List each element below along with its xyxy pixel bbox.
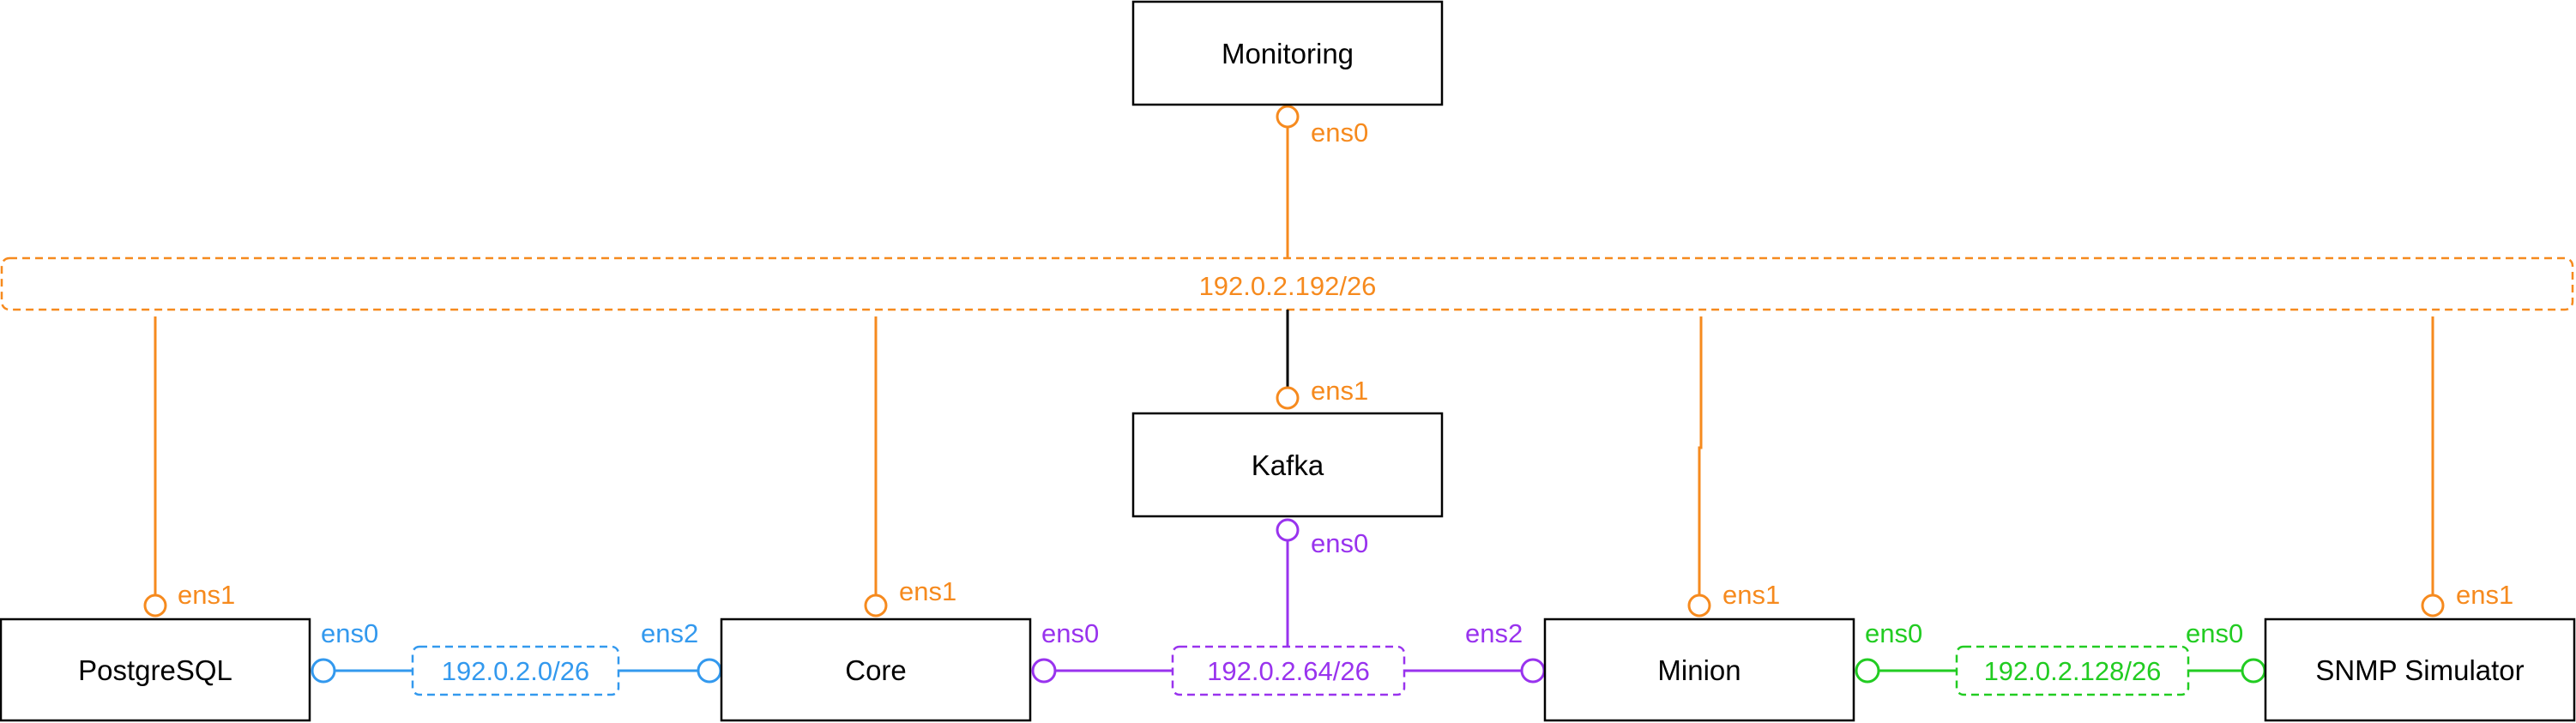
- host-postgresql[interactable]: PostgreSQL: [0, 618, 311, 722]
- db-network-box: [411, 645, 620, 696]
- minion-box[interactable]: [1543, 618, 1855, 722]
- postgresql-ens1-label: ens1: [178, 580, 235, 610]
- core-ens0-port: [1031, 658, 1057, 684]
- monitoring-box[interactable]: [1131, 0, 1444, 106]
- postgresql-ens0-port: [311, 658, 336, 684]
- minion-ens1-port: [1687, 593, 1711, 618]
- db-network-label: 192.0.2.0/26: [442, 656, 589, 686]
- kafka-ens1-label: ens1: [1311, 376, 1368, 406]
- host-core[interactable]: Core: [720, 618, 1032, 722]
- core-label: Core: [845, 654, 907, 686]
- kafka-ens0-port: [1276, 518, 1300, 542]
- host-minion[interactable]: Minion: [1543, 618, 1855, 722]
- postgresql-box[interactable]: [0, 618, 311, 722]
- mgmt-network-label: 192.0.2.192/26: [1199, 271, 1377, 301]
- minion-ens1-label: ens1: [1722, 580, 1780, 610]
- postgresql-ens1-port: [143, 593, 167, 618]
- host-snmp-simulator[interactable]: SNMP Simulator: [2264, 618, 2576, 722]
- minion-ens0-port: [1855, 658, 1880, 684]
- snmp-ens1-label: ens1: [2456, 580, 2513, 610]
- snmp-simulator-box[interactable]: [2264, 618, 2576, 722]
- minion-mgmt-link: [1698, 316, 1703, 595]
- mgmt-network: 192.0.2.192/26 ens0 ens1 ens1 ens1 ens1 …: [0, 105, 2574, 618]
- minion-label: Minion: [1657, 654, 1740, 686]
- snmp-ens1-port: [2421, 593, 2445, 618]
- db-network: 192.0.2.0/26 ens0 ens2: [311, 618, 722, 696]
- monitoring-label: Monitoring: [1222, 38, 1354, 69]
- core-ens2-label: ens2: [641, 618, 698, 648]
- monitoring-ens0-port: [1276, 105, 1300, 129]
- snmp-ens0-port: [2241, 658, 2266, 684]
- snmp-network: 192.0.2.128/26 ens0 ens0: [1855, 618, 2266, 696]
- host-monitoring[interactable]: Monitoring: [1131, 0, 1444, 106]
- core-ens1-port: [864, 593, 888, 618]
- kafka-ens0-label: ens0: [1311, 528, 1368, 558]
- monitoring-ens0-label: ens0: [1311, 117, 1368, 148]
- kafka-box[interactable]: [1131, 412, 1444, 518]
- kafka-ens1-port: [1276, 386, 1300, 410]
- core-ens2-port: [697, 658, 722, 684]
- kafka-network-box: [1171, 645, 1406, 696]
- minion-ens2-port: [1520, 658, 1546, 684]
- kafka-network: 192.0.2.64/26 ens0 ens0 ens2: [1031, 518, 1546, 696]
- core-ens0-label: ens0: [1041, 618, 1099, 648]
- snmp-simulator-label: SNMP Simulator: [2315, 654, 2524, 686]
- minion-ens0-label: ens0: [1865, 618, 1922, 648]
- kafka-network-label: 192.0.2.64/26: [1207, 656, 1370, 686]
- kafka-label: Kafka: [1252, 449, 1324, 481]
- minion-ens2-label: ens2: [1465, 618, 1523, 648]
- host-kafka[interactable]: Kafka: [1131, 412, 1444, 518]
- snmp-network-box: [1955, 645, 2190, 696]
- snmp-ens0-label: ens0: [2186, 618, 2243, 648]
- postgresql-ens0-label: ens0: [321, 618, 378, 648]
- snmp-network-label: 192.0.2.128/26: [1984, 656, 2162, 686]
- core-box[interactable]: [720, 618, 1032, 722]
- core-ens1-label: ens1: [899, 576, 956, 606]
- postgresql-label: PostgreSQL: [78, 654, 232, 686]
